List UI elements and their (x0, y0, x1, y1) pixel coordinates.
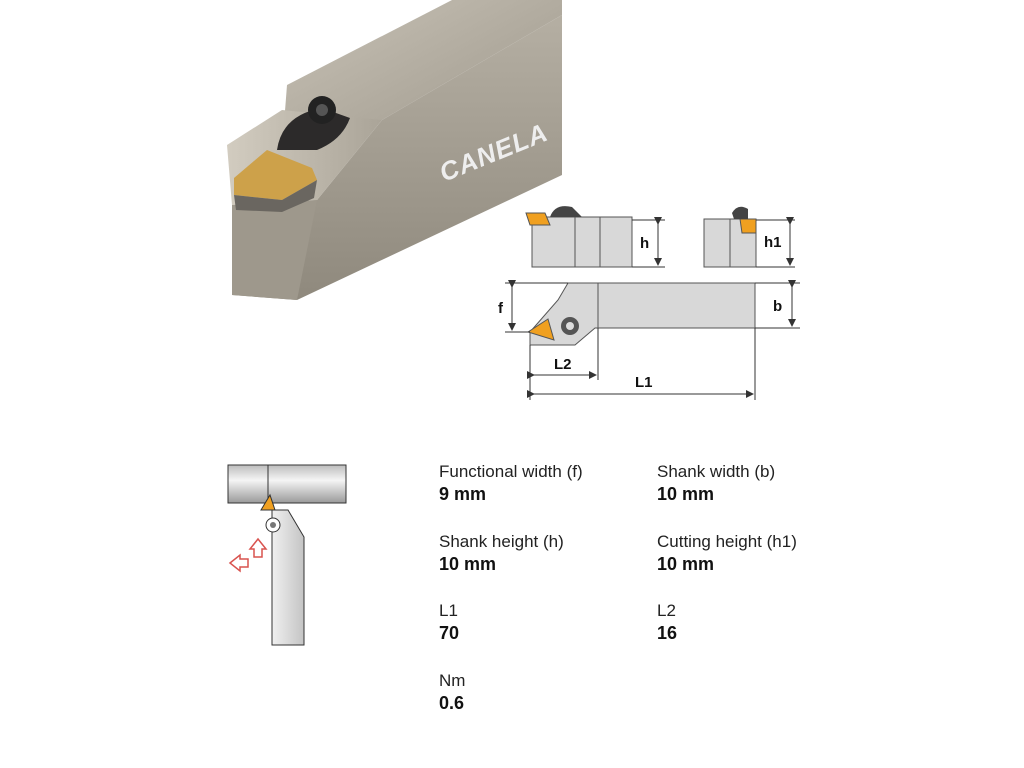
f-label: f (498, 300, 504, 317)
tool-holder-photo: CANELA (227, 0, 562, 300)
spec-value: 9 mm (439, 484, 487, 504)
spec-label: Functional width (f) (439, 462, 583, 481)
spec-label: L2 (657, 601, 676, 620)
spec-shank-height: Shank height (h) 10 mm (439, 532, 564, 575)
dimension-drawing: h h1 b f L2 L1 (498, 206, 800, 400)
orientation-sketch (227, 464, 347, 646)
spec-label: Cutting height (h1) (657, 532, 797, 551)
spec-label: Shank width (b) (657, 462, 776, 481)
spec-value: 16 (657, 623, 678, 643)
workpiece (227, 464, 347, 504)
spec-shank-width: Shank width (b) 10 mm (657, 462, 775, 505)
spec-value: 10 mm (657, 484, 715, 504)
spec-value: 70 (439, 623, 460, 643)
tool-holder-sketch (260, 493, 305, 646)
side-view: h1 (703, 206, 795, 268)
top-view: b f L2 L1 (498, 280, 800, 400)
l1-label: L1 (635, 374, 653, 391)
h-label: h (640, 235, 649, 252)
l2-label: L2 (554, 356, 572, 373)
b-label: b (773, 298, 782, 315)
spec-functional-width: Functional width (f) 9 mm (439, 462, 583, 505)
spec-value: 10 mm (439, 554, 497, 574)
h1-label: h1 (764, 234, 782, 251)
spec-nm: Nm 0.6 (439, 671, 465, 714)
spec-value: 10 mm (657, 554, 715, 574)
spec-cutting-height: Cutting height (h1) 10 mm (657, 532, 797, 575)
spec-l1: L1 70 (439, 601, 459, 644)
spec-label: L1 (439, 601, 458, 620)
spec-label: Shank height (h) (439, 532, 564, 551)
feed-arrows (228, 537, 268, 573)
spec-l2: L2 16 (657, 601, 677, 644)
spec-value: 0.6 (439, 693, 465, 713)
front-view: h (525, 206, 665, 268)
spec-label: Nm (439, 671, 466, 690)
